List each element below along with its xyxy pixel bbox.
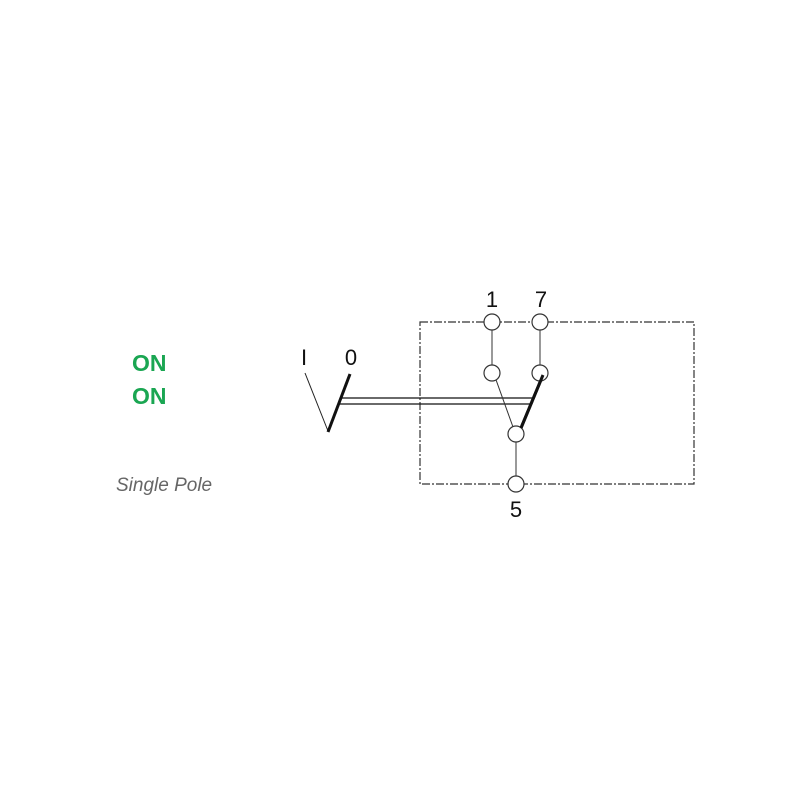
label-terminal-5: 5	[510, 497, 522, 522]
common-contact	[507, 425, 525, 443]
label-0: 0	[345, 345, 357, 370]
open-contact-path	[494, 376, 514, 428]
label-i: I	[301, 345, 307, 370]
terminal-5	[507, 475, 525, 493]
actuator-i-position	[304, 372, 329, 432]
terminal-7	[531, 313, 549, 331]
caption: Single Pole	[116, 475, 213, 496]
contact-1	[483, 364, 501, 382]
terminal-1	[483, 313, 501, 331]
switch-housing	[419, 321, 695, 485]
label-terminal-7: 7	[535, 287, 547, 312]
state-label-2: ON	[132, 383, 167, 409]
actuator-lever	[326, 373, 352, 433]
label-terminal-1: 1	[486, 287, 498, 312]
state-label-1: ON	[132, 350, 167, 376]
